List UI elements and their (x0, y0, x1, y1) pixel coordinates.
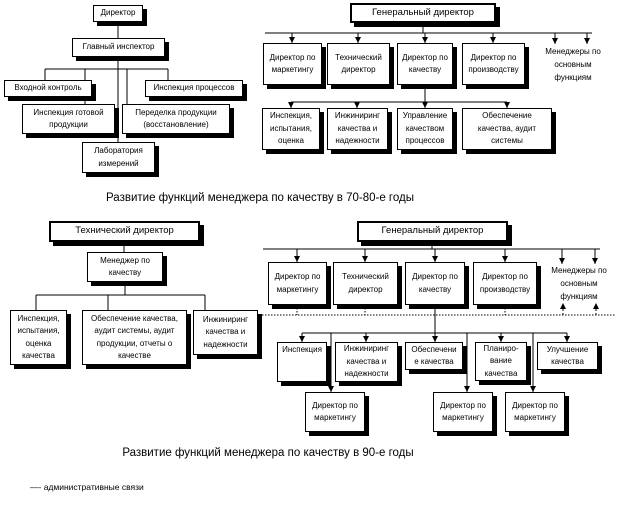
node-quality-planning-90: Планиро- вание качества (475, 342, 527, 381)
legend-administrative-links: —- административные связи (30, 482, 144, 492)
caption-90: Развитие функций менеджера по качеству в… (122, 447, 414, 459)
node-finished-goods-inspection: Инспекция готовой продукции (22, 104, 115, 134)
node-technical-director2-90: Технический директор (333, 262, 398, 305)
node-marketing-director-7080: Директор по маркетингу (263, 43, 322, 85)
function-managers-label-90: Менеджеры по основным функциям (551, 266, 607, 301)
function-managers-label-7080: Менеджеры по основным функциям (545, 47, 601, 82)
node-general-director-7080: Генеральный директор (350, 3, 496, 23)
node-quality-director-7080: Директор по качеству (397, 43, 453, 85)
node-marketing-director-l4-2: Директор по маркетингу (433, 392, 493, 432)
node-marketing-director-90: Директор по маркетингу (268, 262, 327, 305)
node-process-quality-management-7080: Управление качеством процессов (397, 108, 453, 150)
caption-70-80: Развитие функций менеджера по качеству в… (106, 192, 414, 204)
node-quality-improvement-90: Улучшение качества (537, 342, 598, 370)
node-quality-assurance-90: Обеспечени е качества (405, 342, 463, 370)
node-input-control: Входной контроль (4, 80, 92, 97)
node-quality-manager-90: Менеджер по качеству (87, 252, 163, 282)
node-chief-inspector: Главный инспектор (72, 38, 165, 57)
node-quality-engineering-7080: Инжиниринг качества и надежности (327, 108, 388, 150)
node-marketing-director-l4-3: Директор по маркетингу (505, 392, 565, 432)
node-quality-director-90: Директор по качеству (405, 262, 465, 305)
node-director: Директор (93, 5, 143, 22)
node-general-director-90: Генеральный директор (357, 221, 508, 242)
node-rework: Переделка продукции (восстановление) (122, 104, 230, 134)
node-quality-assurance-audit-7080: Обеспечение качества, аудит системы (462, 108, 552, 150)
node-production-director-7080: Директор по производству (462, 43, 525, 85)
node-technical-director-90: Технический директор (49, 221, 200, 242)
node-process-inspection: Инспекция процессов (145, 80, 243, 97)
node-quality-engineering2-90: Инжиниринг качества и надежности (335, 342, 398, 382)
node-quality-assurance-reports-90: Обеспечение качества, аудит системы, ауд… (82, 310, 187, 365)
node-technical-director-7080: Технический директор (327, 43, 390, 85)
node-quality-engineering-90: Инжиниринг качества и надежности (193, 310, 258, 355)
node-marketing-director-l4-1: Директор по маркетингу (305, 392, 365, 432)
node-measurement-lab: Лаборатория измерений (82, 142, 155, 173)
node-inspection-testing-7080: Инспекция, испытания, оценка (262, 108, 320, 150)
node-inspection-testing-90: Инспекция, испытания, оценка качества (10, 310, 67, 365)
node-inspection-90: Инспекция (277, 342, 327, 382)
node-production-director-90: Директор по производству (473, 262, 537, 305)
